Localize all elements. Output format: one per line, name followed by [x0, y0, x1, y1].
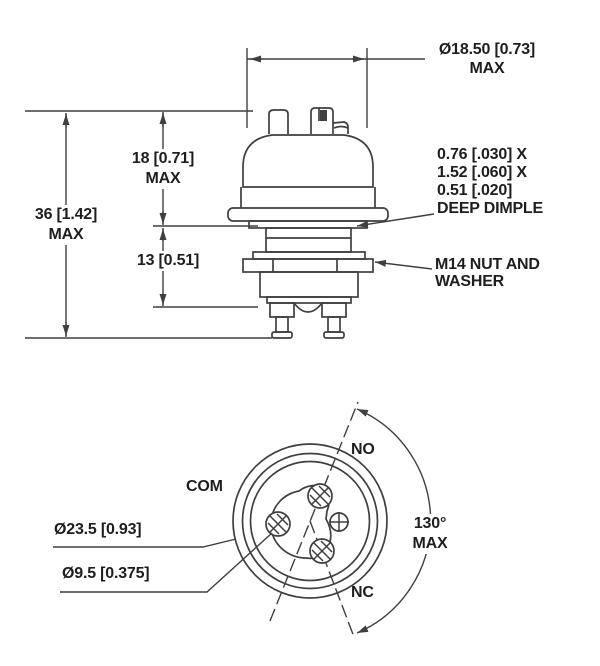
dim-terminal-angle-qualifier: MAX [412, 535, 448, 552]
dim-lower-height-label: 13 [0.51] [124, 251, 212, 271]
terminal-nc-icon [309, 538, 335, 564]
dim-cover-diameter-label: Ø18.50 [0.73] MAX [428, 40, 546, 78]
dim-terminal-angle-value: 130° [413, 515, 447, 532]
bottom-bump [293, 302, 323, 313]
nut-note-line2: WASHER [435, 273, 505, 290]
dim-overall-height-qualifier: MAX [48, 226, 84, 243]
hex-nut [242, 258, 374, 273]
terminal-pin-left [269, 302, 295, 339]
body-step [266, 296, 352, 304]
inner-circle [249, 460, 371, 582]
dim-cover-height-qualifier: MAX [145, 170, 181, 187]
terminal-nc-label: NC [351, 584, 374, 601]
dim-terminal-angle-label: 130° MAX [398, 514, 462, 554]
dim-cover-diameter-value: Ø18.50 [0.73] [438, 41, 536, 58]
dim-cover-diameter-qualifier: MAX [469, 60, 505, 77]
dimple-note-label: 0.76 [.030] X 1.52 [.060] X 0.51 [.020] … [437, 146, 543, 218]
terminal-base-blob [270, 484, 332, 560]
dim-overall-height-value: 36 [1.42] [34, 206, 98, 223]
dim-cover-height-value: 18 [0.71] [131, 150, 195, 167]
dim-overall-height-label: 36 [1.42] MAX [22, 205, 110, 245]
reference-lines [25, 48, 368, 339]
connector-notch [320, 110, 327, 121]
connector-tab [332, 121, 349, 134]
body-diameter-leader [53, 538, 237, 548]
flange-washer [248, 220, 368, 229]
top-button [268, 109, 289, 134]
terminal-no-label: NO [351, 441, 375, 458]
terminal-no-icon [307, 483, 333, 509]
nut-note-label: M14 NUT AND WASHER [435, 256, 540, 290]
diameter-leaders [53, 532, 273, 593]
switch-body-outline [227, 107, 389, 339]
dimple-leader [356, 213, 435, 228]
bottom-view-line-art [53, 401, 432, 638]
dimple-note-line1: 0.76 [.030] X [437, 146, 527, 163]
terminal-pin-right [321, 302, 347, 339]
dimple-note-line3: 0.51 [.020] [437, 182, 513, 199]
neck [265, 227, 352, 253]
terminal-com-label: COM [186, 478, 223, 495]
dim-cover-height-label: 18 [0.71] MAX [119, 149, 207, 189]
terminal-com-icon [265, 511, 291, 537]
dimple-note-line4: DEEP DIMPLE [437, 200, 543, 217]
dimple-note-line2: 1.52 [.060] X [437, 164, 527, 181]
nut-note-line1: M14 NUT AND [435, 256, 540, 273]
outer-circle [232, 443, 388, 599]
side-view-line-art [25, 48, 435, 339]
lower-body [259, 271, 359, 298]
middle-circle [241, 452, 379, 590]
dimension-lines [62, 55, 435, 337]
dome-cover [242, 134, 374, 188]
dim-terminal-circle-label: Ø9.5 [0.375] [62, 565, 150, 582]
nut-leader [374, 259, 433, 270]
mounting-flange [227, 207, 389, 222]
top-connector [310, 107, 334, 134]
center-cross-mark [329, 512, 349, 532]
dim-lower-height-value: 13 [0.51] [136, 252, 200, 269]
washer [252, 251, 366, 260]
terminal-circle-leader [60, 532, 273, 593]
cover-band [240, 187, 376, 208]
dim-body-diameter-label: Ø23.5 [0.93] [54, 521, 142, 538]
